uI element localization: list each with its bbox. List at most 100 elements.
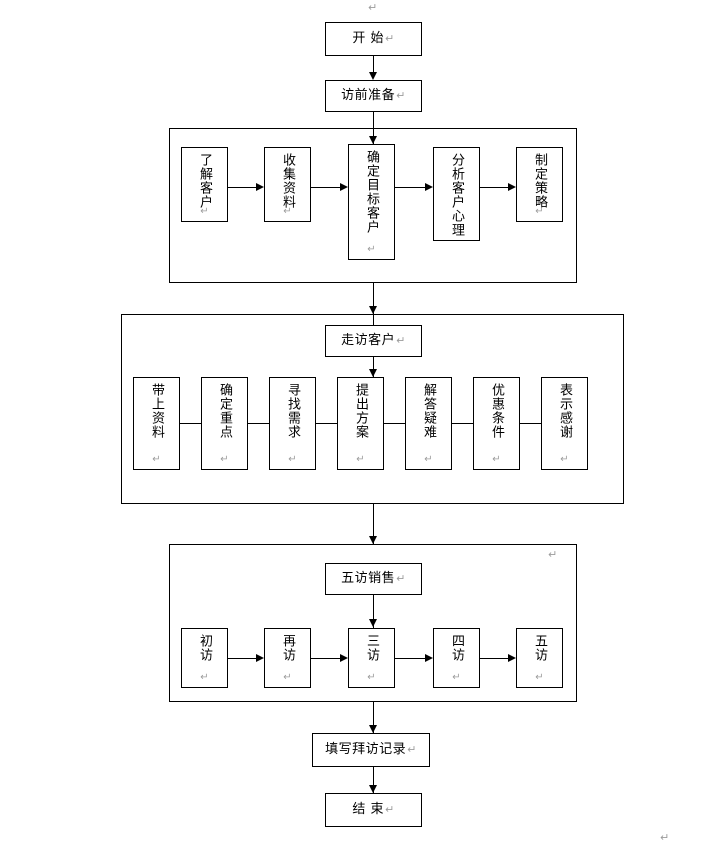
connector-g1-1-2 [228, 187, 256, 188]
connector-g1-2-3 [311, 187, 340, 188]
node-five-visit-sales-label: 五访销售 [341, 570, 396, 586]
arrowhead-start-to-prep [369, 72, 377, 80]
paragraph-mark-prep: ↵ [396, 88, 406, 102]
connector-group2-to-group3 [373, 504, 374, 545]
group1-step-4[interactable]: 分析客户心理 ↵ [433, 147, 480, 241]
group1-step-3[interactable]: 确定目标客户 ↵ [348, 144, 395, 260]
group2-step-5[interactable]: 解答疑难 ↵ [405, 377, 452, 470]
group2-step-3-mark: ↵ [288, 454, 297, 465]
node-record[interactable]: 填写拜访记录↵ [312, 733, 430, 767]
group3-step-2-mark: ↵ [283, 672, 292, 683]
node-five-visit-sales[interactable]: 五访销售↵ [325, 563, 422, 595]
group1-step-2[interactable]: 收集资料 ↵ [264, 147, 311, 222]
group3-step-2-label: 再访 [280, 634, 295, 662]
node-end[interactable]: 结 束↵ [325, 793, 422, 827]
group2-step-5-label: 解答疑难 [421, 383, 436, 439]
group1-step-4-mark: ↵ [452, 225, 461, 236]
group1-step-3-mark: ↵ [367, 244, 376, 255]
group2-step-7-label: 表示感谢 [557, 383, 572, 439]
group2-step-2[interactable]: 确定重点 ↵ [201, 377, 248, 470]
connector-g3-4-5 [480, 658, 508, 659]
group3-step-1-mark: ↵ [200, 672, 209, 683]
node-record-label: 填写拜访记录 [325, 741, 407, 757]
paragraph-mark-end: ↵ [384, 802, 395, 816]
group3-step-4[interactable]: 四访 ↵ [433, 628, 480, 688]
connector-g1-3-4 [395, 187, 425, 188]
group3-step-3-label: 三访 [364, 634, 379, 662]
group-pre-visit-preparation [169, 128, 577, 283]
arrowhead-prep-to-group1 [369, 136, 377, 144]
group2-step-3[interactable]: 寻找需求 ↵ [269, 377, 316, 470]
connector-g2-4-5 [384, 423, 405, 424]
group3-step-3[interactable]: 三访 ↵ [348, 628, 395, 688]
node-prep-label: 访前准备 [341, 87, 396, 103]
node-prep[interactable]: 访前准备↵ [325, 80, 422, 112]
connector-g2-5-6 [452, 423, 473, 424]
group3-step-1-label: 初访 [197, 634, 212, 662]
arrowhead-group1-to-group2 [369, 306, 377, 314]
node-visit-customer[interactable]: 走访客户↵ [325, 325, 422, 357]
arrowhead-group3-to-record [369, 725, 377, 733]
paragraph-mark-top: ↵ [368, 1, 378, 14]
group2-step-6-mark: ↵ [492, 454, 501, 465]
arrowhead-visit-to-step4 [369, 369, 377, 377]
group1-step-4-label: 分析客户心理 [449, 153, 464, 237]
group1-step-5[interactable]: 制定策略 ↵ [516, 147, 563, 222]
connector-g2-2-3 [248, 423, 269, 424]
group-five-visit-sales [169, 544, 577, 702]
paragraph-mark-five-visit: ↵ [396, 571, 406, 585]
arrowhead-g3-2-3 [340, 654, 348, 662]
arrowhead-g1-2-3 [340, 183, 348, 191]
paragraph-mark-start: ↵ [384, 31, 395, 45]
connector-group1-to-group2 [373, 283, 374, 325]
group3-step-1[interactable]: 初访 ↵ [181, 628, 228, 688]
group1-step-5-label: 制定策略 [532, 153, 547, 209]
group2-step-1-mark: ↵ [152, 454, 161, 465]
node-visit-customer-label: 走访客户 [341, 332, 396, 348]
arrowhead-g3-1-2 [256, 654, 264, 662]
group2-step-6-label: 优惠条件 [489, 383, 504, 439]
arrowhead-fivevisit-to-step3 [369, 619, 377, 627]
paragraph-mark-visit: ↵ [396, 333, 406, 347]
group1-step-1-label: 了解客户 [197, 153, 212, 209]
connector-visit-to-step4 [373, 357, 374, 377]
node-start-label: 开 始 [352, 30, 384, 46]
group3-step-2[interactable]: 再访 ↵ [264, 628, 311, 688]
paragraph-mark-bottom: ↵ [660, 831, 670, 841]
group2-step-7[interactable]: 表示感谢 ↵ [541, 377, 588, 470]
group2-step-1-label: 带上资料 [149, 383, 164, 439]
group2-step-4[interactable]: 提出方案 ↵ [337, 377, 384, 470]
arrowhead-group2-to-group3 [369, 536, 377, 544]
connector-g2-6-7 [520, 423, 541, 424]
paragraph-mark-group3: ↵ [548, 548, 558, 561]
group2-step-3-label: 寻找需求 [285, 383, 300, 439]
arrowhead-g3-4-5 [508, 654, 516, 662]
arrowhead-g1-4-5 [508, 183, 516, 191]
group1-step-2-mark: ↵ [283, 206, 292, 217]
group1-step-1[interactable]: 了解客户 ↵ [181, 147, 228, 222]
connector-g2-3-4 [316, 423, 337, 424]
connector-fivevisit-to-step3 [373, 595, 374, 628]
arrowhead-g3-3-4 [425, 654, 433, 662]
group3-step-4-mark: ↵ [452, 672, 461, 683]
group1-step-3-label: 确定目标客户 [364, 150, 379, 234]
arrowhead-record-to-end [369, 785, 377, 793]
group2-step-5-mark: ↵ [424, 454, 433, 465]
group2-step-4-mark: ↵ [356, 454, 365, 465]
group3-step-5-mark: ↵ [535, 672, 544, 683]
group2-step-1[interactable]: 带上资料 ↵ [133, 377, 180, 470]
connector-g3-3-4 [395, 658, 425, 659]
group3-step-4-label: 四访 [449, 634, 464, 662]
group3-step-5[interactable]: 五访 ↵ [516, 628, 563, 688]
group2-step-6[interactable]: 优惠条件 ↵ [473, 377, 520, 470]
group2-step-4-label: 提出方案 [353, 383, 368, 439]
connector-g3-2-3 [311, 658, 340, 659]
connector-g2-1-2 [180, 423, 201, 424]
connector-record-to-end [373, 767, 374, 793]
group2-step-2-mark: ↵ [220, 454, 229, 465]
node-start[interactable]: 开 始↵ [325, 22, 422, 56]
arrowhead-g1-3-4 [425, 183, 433, 191]
group3-step-5-label: 五访 [532, 634, 547, 662]
connector-g3-1-2 [228, 658, 256, 659]
